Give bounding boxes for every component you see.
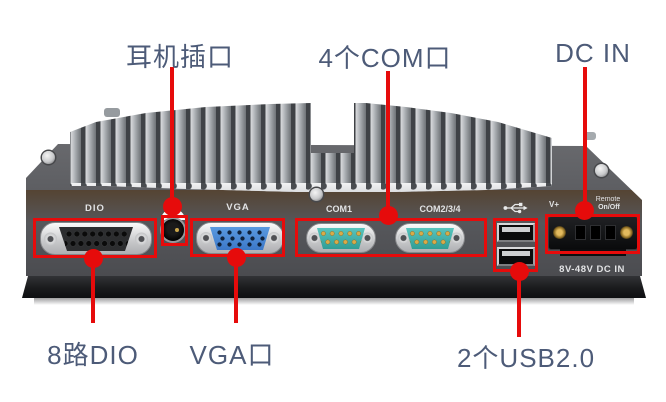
com234-pins	[408, 229, 452, 248]
com1-screw-right	[362, 232, 373, 244]
headphone-highlight-box	[161, 215, 188, 246]
chassis-bottom-lip	[22, 276, 646, 298]
panel-screw-right	[595, 164, 608, 177]
panel-screw-left	[42, 151, 55, 164]
dc-terminal-screw-right	[620, 226, 633, 239]
com234-insert	[406, 228, 454, 249]
annotation-headphone-jack: 耳机插口	[125, 42, 235, 72]
annotation-8ch-dio: 8路DIO	[47, 340, 139, 370]
dc-in-terminal-block	[549, 217, 637, 249]
annotation-dc-in: DC IN	[555, 38, 631, 68]
vga-screw-right	[268, 232, 280, 244]
dio-leader-line	[91, 258, 95, 323]
dc-pin-slot-1	[575, 225, 586, 240]
dc-terminal-screw-left	[553, 226, 566, 239]
com1-connector	[306, 223, 376, 253]
usb-leader-line	[517, 271, 521, 337]
dc-remote-label: Remote	[595, 196, 621, 203]
com234-screw-left	[398, 232, 409, 244]
vga-leader-line	[234, 257, 238, 323]
antenna-mount-right	[583, 132, 596, 140]
usb-icon	[503, 202, 528, 214]
com-leader-line	[386, 71, 390, 216]
vga-port-label: VGA	[226, 202, 250, 213]
dc-pin-slot-2	[590, 225, 601, 240]
com234-connector	[395, 223, 465, 253]
dc-pin-slot-3	[605, 225, 616, 240]
annotation-4-com-ports: 4个COM口	[318, 43, 452, 73]
dcin-highlight-box	[545, 214, 640, 254]
antenna-mount-left	[104, 108, 120, 117]
com1-pins	[319, 229, 363, 248]
headphone-leader-dot	[163, 197, 182, 216]
com234-screw-right	[451, 232, 462, 244]
com-leader-dot	[379, 206, 398, 225]
dcin-leader-dot	[575, 201, 594, 220]
headphone-leader-line	[170, 67, 174, 207]
annotation-2-usb20: 2个USB2.0	[456, 343, 596, 373]
chassis-bottom-shadow	[34, 298, 634, 305]
com1-insert	[317, 228, 365, 249]
dc-vplus-label: V+	[548, 200, 560, 209]
annotation-vga-port: VGA口	[189, 340, 275, 370]
dio-insert	[59, 227, 133, 251]
vga-pin-holes	[215, 228, 266, 249]
dc-input-range-label: 8V-48V DC IN	[559, 264, 625, 275]
dcin-leader-line	[583, 67, 587, 211]
dio-pin-holes	[65, 229, 128, 248]
headphone-jack	[162, 219, 184, 241]
dio-screw-left	[44, 232, 57, 245]
com234-port-label: COM2/3/4	[419, 204, 461, 214]
dc-onoff-label: On/Off	[598, 204, 620, 211]
heatsink-fins	[70, 103, 552, 192]
com1-screw-left	[309, 232, 320, 244]
dio-port-label: DIO	[85, 203, 105, 214]
vga-insert	[210, 227, 270, 250]
panel-screw-middle	[310, 188, 323, 201]
dio-screw-right	[135, 232, 148, 245]
vga-screw-left	[200, 232, 212, 244]
com1-port-label: COM1	[325, 204, 353, 214]
usb-port-1	[497, 223, 535, 242]
